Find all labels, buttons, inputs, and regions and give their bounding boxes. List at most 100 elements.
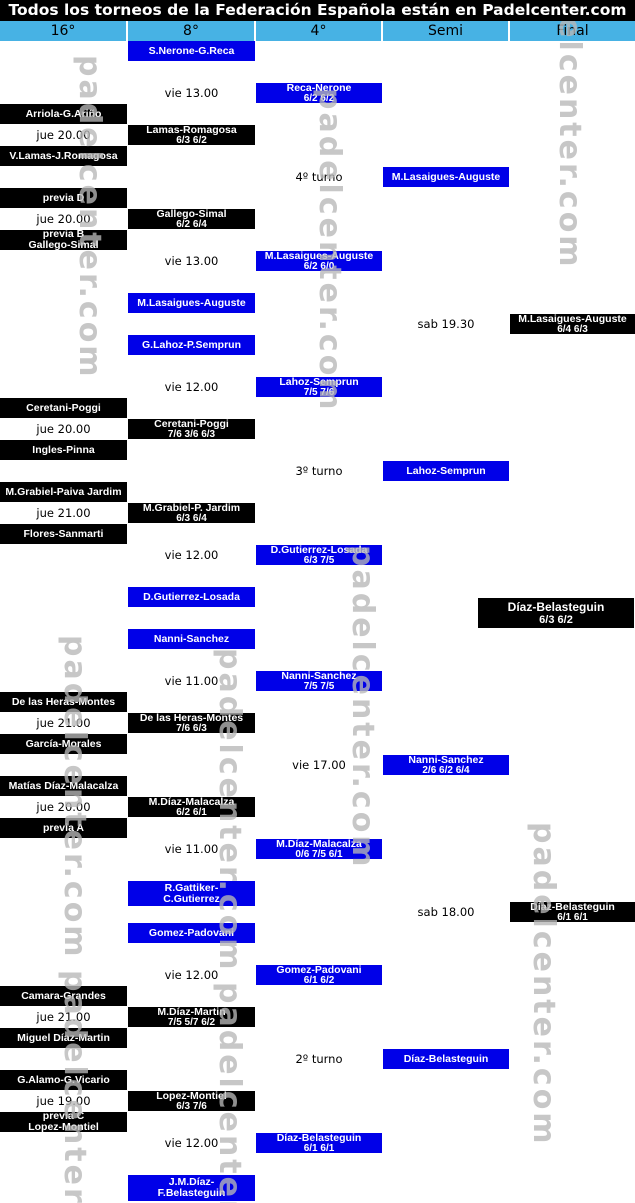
match-score: 6/1 6/1 (557, 912, 588, 923)
match-time-label: vie 11.00 (164, 842, 219, 856)
team-name: previa D (42, 191, 85, 204)
match-score: 6/1 6/1 (303, 1143, 335, 1154)
match-score: 6/3 7/6 (176, 1101, 207, 1112)
team-name: C.Gutierrez (163, 892, 220, 905)
team-name: Nanni-Sanchez (281, 671, 357, 682)
match-time-label: sab 18.00 (417, 905, 475, 919)
match-time-label: jue 20.00 (36, 422, 91, 436)
match-box: V.Lamas-J.Romagosa (0, 146, 127, 166)
team-name: V.Lamas-J.Romagosa (9, 149, 118, 162)
watermark-text: padelcenter.com (345, 545, 380, 870)
match-box: M.Grabiel-Paiva Jardim (0, 482, 127, 502)
match-box: R.Gattiker-C.Gutierrez (128, 881, 255, 906)
team-name: Gomez-Padovani (148, 926, 235, 939)
match-box: Ceretani-Poggi (0, 398, 127, 418)
team-name: Díaz-Belasteguin (403, 1052, 489, 1065)
team-name: De las Heras-Montes (139, 713, 244, 724)
match-time-label: jue 21.00 (36, 506, 91, 520)
match-box: Ingles-Pinna (0, 440, 127, 460)
match-score: 6/2 6/4 (176, 219, 207, 230)
match-score: 7/6 6/3 (176, 723, 207, 734)
top-banner-link[interactable]: Todos los torneos de la Federación Españ… (0, 0, 635, 21)
team-name: Ingles-Pinna (32, 443, 95, 456)
team-name: Ceretani-Poggi (26, 401, 101, 414)
team-name: Miguel Díaz-Martin (17, 1031, 110, 1044)
watermark-text: padelcenter.com (526, 822, 561, 1147)
match-box: M.Lasaigues-Auguste (383, 167, 509, 187)
team-name: M.Lasaigues-Auguste (518, 314, 627, 325)
match-box: Nanni-Sanchez (128, 629, 255, 649)
round-headers: 16° 8° 4° Semi Final (0, 21, 635, 41)
team-name: Nanni-Sanchez (408, 755, 484, 766)
team-name: D.Gutierrez-Losada (143, 590, 240, 603)
team-name: J.M.Díaz- (168, 1176, 215, 1188)
match-box: Camara-Grandes (0, 986, 127, 1006)
team-name: De las Heras-Montes (11, 695, 116, 708)
match-score: 6/2 6/0 (303, 261, 335, 272)
team-name: Díaz-Belasteguin (530, 902, 615, 913)
team-name: Gallego-Simal (28, 239, 99, 251)
round-header-16: 16° (0, 21, 126, 41)
match-time-label: vie 13.00 (164, 254, 219, 268)
match-time-label: vie 12.00 (164, 968, 219, 982)
team-name: Lopez-Montiel (28, 1121, 99, 1133)
match-score: 7/6 3/6 6/3 (167, 429, 216, 440)
team-name: D.Gutierrez-Losada (270, 545, 368, 556)
match-score: 6/2 6/2 (303, 93, 335, 104)
match-time-label: vie 12.00 (164, 380, 219, 394)
team-name: M.Grabiel-Paiva Jardim (5, 485, 122, 498)
team-name: García-Morales (25, 737, 102, 750)
match-time-label: vie 12.00 (164, 548, 219, 562)
team-name: Camara-Grandes (21, 989, 106, 1002)
team-name: Ceretani-Poggi (154, 419, 229, 430)
match-time-label: jue 19.00 (36, 1094, 91, 1108)
match-box: S.Nerone-G.Reca (128, 41, 255, 61)
match-score: 6/3 6/4 (176, 513, 207, 524)
team-name: M.Díaz-Martin (157, 1007, 226, 1018)
match-score: 6/3 7/5 (303, 555, 335, 566)
round-header-8: 8° (128, 21, 254, 41)
team-name: G.Lahoz-P.Semprun (142, 338, 241, 351)
match-time-label: vie 13.00 (164, 86, 219, 100)
match-time-label: vie 11.00 (164, 674, 219, 688)
team-name: Flores-Sanmarti (23, 527, 104, 540)
match-time-label: vie 17.00 (292, 758, 346, 772)
match-score: 6/2 6/1 (176, 807, 207, 818)
team-name: M.Lasaigues-Auguste (391, 170, 501, 183)
match-score: 6/3 6/2 (539, 614, 573, 626)
match-box: Lahoz-Semprun (383, 461, 509, 481)
match-box: Gomez-Padovani (128, 923, 255, 943)
match-time-label: vie 12.00 (164, 1136, 219, 1150)
match-time-label: jue 21.00 (36, 1010, 91, 1024)
team-name: M.Grabiel-P. Jardim (142, 503, 241, 514)
team-name: Lopez-Montiel (156, 1091, 227, 1102)
team-name: Lahoz-Semprun (406, 464, 486, 477)
match-box: G.Alamo-G.Vicario (0, 1070, 127, 1090)
match-box: Arriola-G.Ariño (0, 104, 127, 124)
match-box: García-Morales (0, 734, 127, 754)
team-name: Reca-Nerone (286, 83, 352, 94)
round-turn-label: 2º turno (295, 1052, 343, 1066)
match-score: 6/3 6/2 (176, 135, 207, 146)
match-score: 7/5 5/7 6/2 (167, 1017, 216, 1028)
match-box: De las Heras-Montes (0, 692, 127, 712)
match-box: previa D (0, 188, 127, 208)
match-box: previa A (0, 818, 127, 838)
